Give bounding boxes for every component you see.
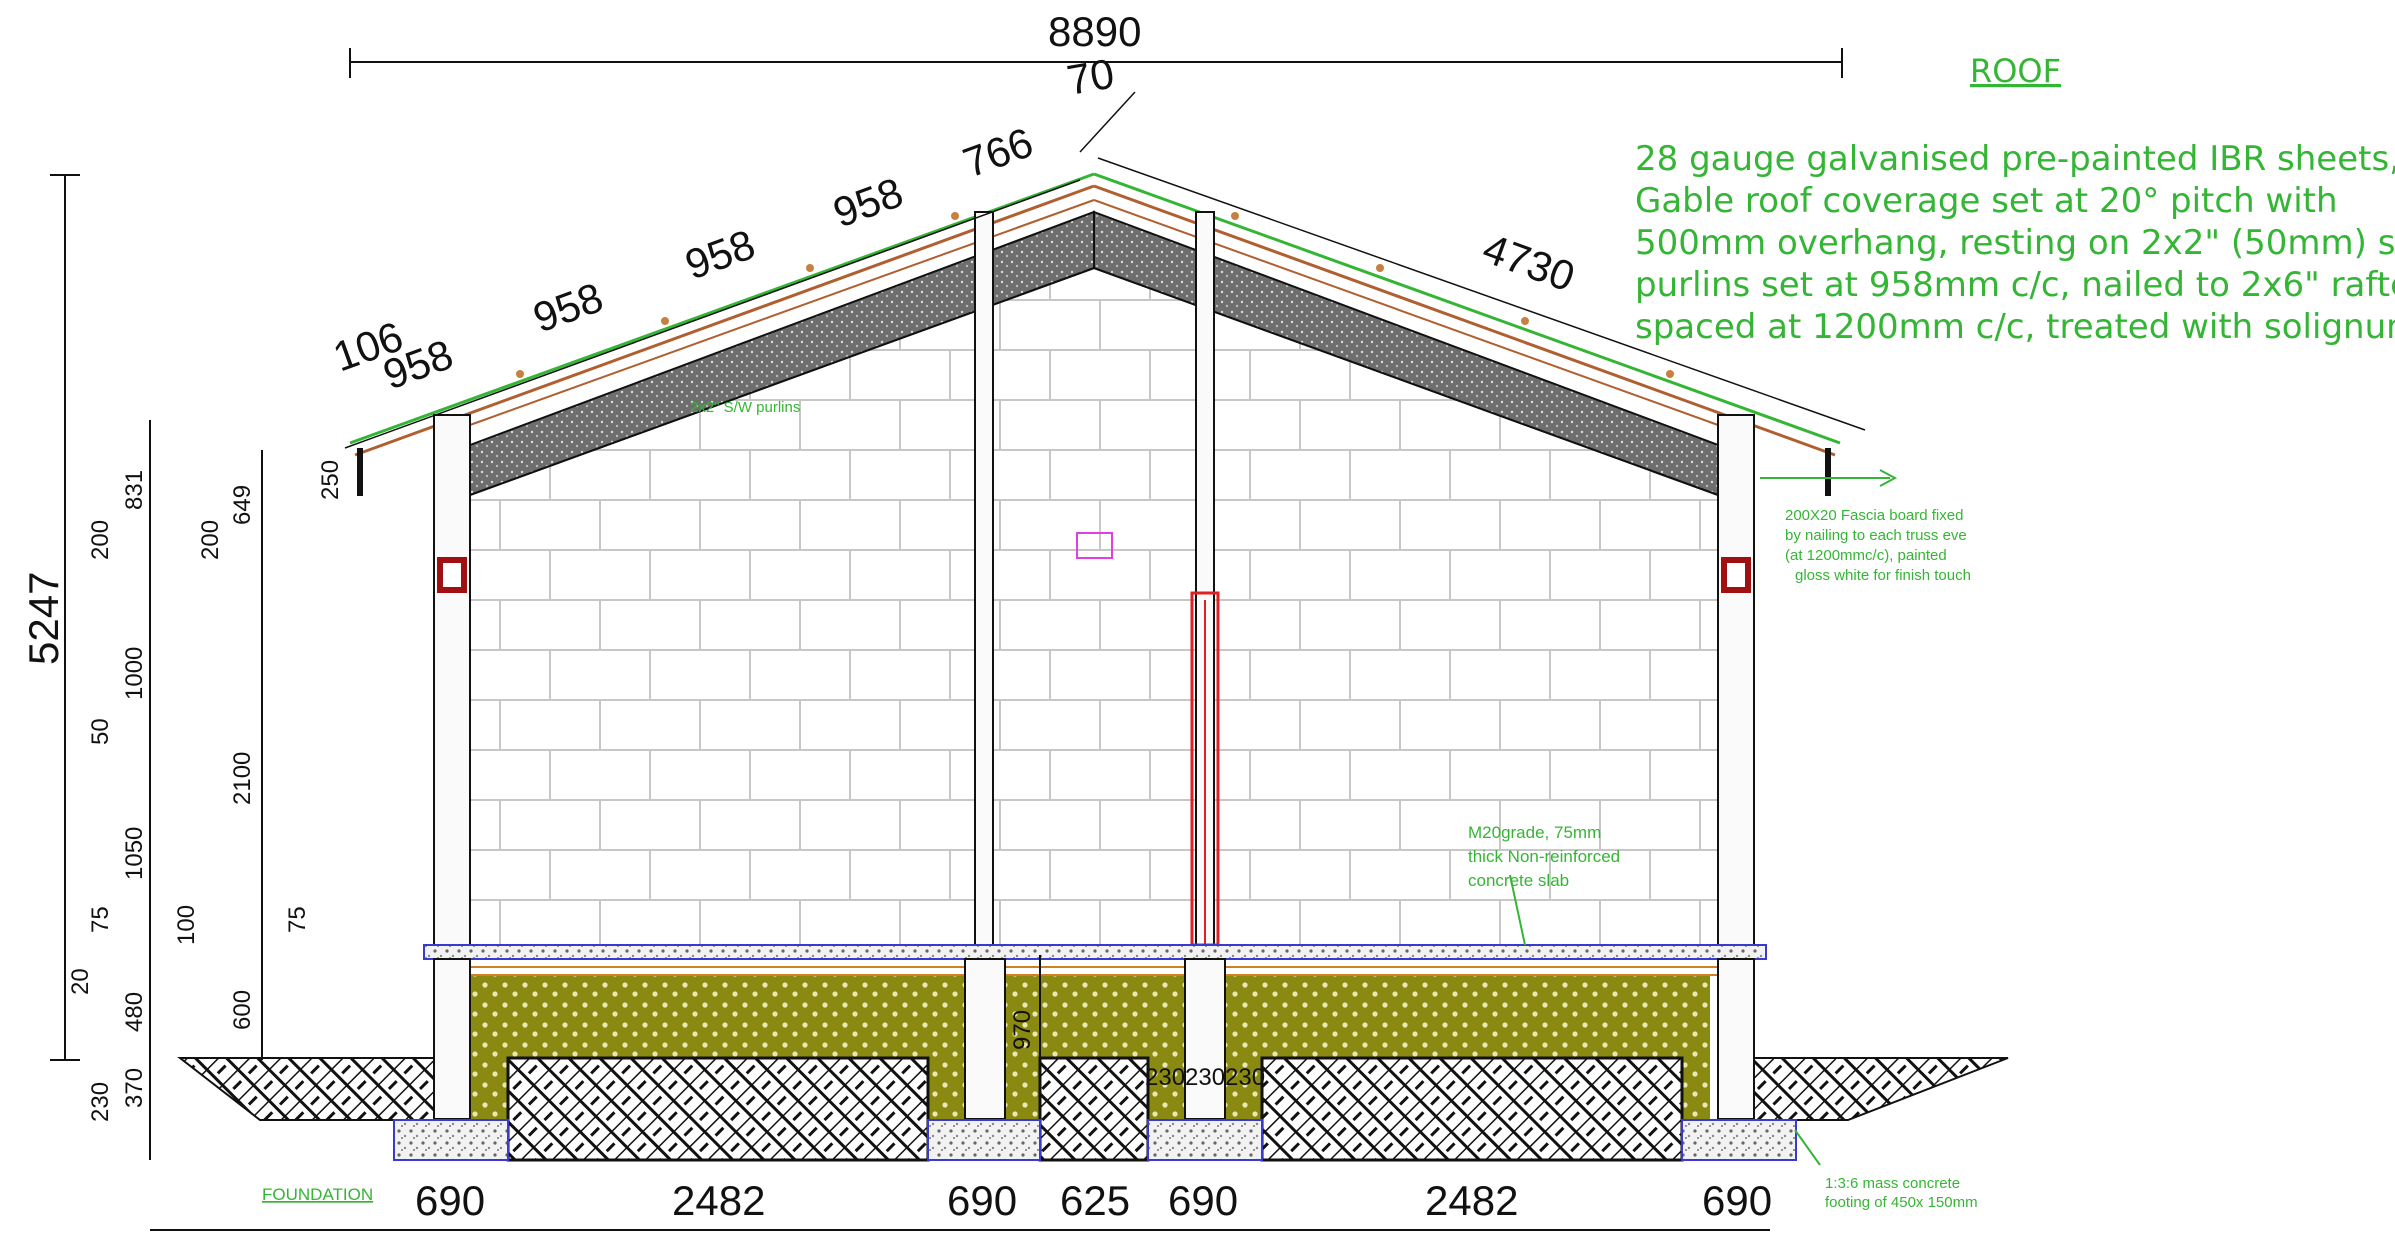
pier-width-dims: 230 230 230 [1145,1064,1265,1091]
soil-block-1 [506,1056,930,1162]
inner-dim-75: 75 [284,906,311,933]
bottom-dim-2: 2482 [672,1177,765,1224]
slab-note-1: M20grade, 75mm [1468,823,1601,842]
roof-heading: ROOF [1970,52,2061,90]
left-dim-20: 20 [67,968,94,995]
footing-mid [927,1119,1041,1161]
footing-note: 1:3:6 mass concrete footing of 450x 150m… [1825,1175,1978,1211]
roof-note-2: Gable roof coverage set at 20° pitch wit… [1635,181,2338,221]
ring-beam-right [1721,557,1751,593]
purlins [516,212,1674,378]
spacing-dim-3: 958 [527,273,609,341]
pier-dim-1: 230 [1145,1064,1185,1091]
roof-sheet-left [349,172,1095,445]
left-dim-370: 370 [121,1068,148,1108]
foundation-wall-mid-left [964,958,1006,1120]
fascia-note-3: (at 1200mmc/c), painted [1785,547,1947,564]
left-dim-480: 480 [121,992,148,1032]
bottom-dim-5: 690 [1168,1177,1238,1224]
left-outer-dims: 831 200 1000 50 1050 75 100 20 480 370 2… [67,470,200,1122]
left-inner-dims: 250 649 200 2100 75 600 [197,460,344,1030]
bottom-dim-6: 2482 [1425,1177,1518,1224]
bottom-dim-4: 625 [1060,1177,1130,1224]
left-dim-831: 831 [121,470,148,510]
rafter-left [354,184,1095,457]
bottom-dim-1: 690 [415,1177,485,1224]
fascia-note-2: by nailing to each truss eve [1785,527,1967,544]
fascia-note-4: gloss white for finish touch [1795,567,1971,584]
footing-mid-2 [1147,1119,1263,1161]
purlins-label: 2x2" S/W purlins [690,399,800,416]
roof-note-4: purlins set at 958mm c/c, nailed to 2x6"… [1635,265,2395,305]
roof-note-5: spaced at 1200mm c/c, treated with solig… [1635,307,2395,347]
fascia-note-1: 200X20 Fascia board fixed [1785,507,1963,524]
footing-right [1681,1119,1797,1161]
rafter-right [1093,184,1836,457]
left-dim-50: 50 [87,718,114,745]
spacing-dim-4: 958 [679,220,761,288]
foundation-label: FOUNDATION [262,1185,373,1204]
inner-dim-649: 649 [229,485,256,525]
slab-note: M20grade, 75mm thick Non-reinforced conc… [1468,823,1620,890]
fascia-right [1825,448,1831,496]
roof-note-1: 28 gauge galvanised pre-painted IBR shee… [1635,139,2395,179]
pier-dim-3: 230 [1225,1064,1265,1091]
foundation-wall-left [433,958,471,1120]
left-dim-1000: 1000 [121,647,148,700]
inner-dim-600: 600 [229,990,256,1030]
bottom-dims: 690 2482 690 625 690 2482 690 [415,1177,1772,1224]
slope-right-dim: 4730 [1477,224,1581,300]
roof-note-3: 500mm overhang, resting on 2x2" (50mm) s… [1635,223,2395,263]
inner-dim-200: 200 [197,520,224,560]
wall-opening-marker [1076,532,1113,559]
ring-beam-left [437,557,467,593]
slab-note-2: thick Non-reinforced [1468,847,1620,866]
ridge-gap-dim: 70 [1063,49,1117,103]
left-dim-75: 75 [87,906,114,933]
fascia-left [357,448,363,496]
left-dim-1050: 1050 [121,827,148,880]
inner-dim-250: 250 [317,460,344,500]
overall-height-dim: 5247 [20,572,67,665]
pier-dim-2: 230 [1185,1064,1225,1091]
fascia-note: 200X20 Fascia board fixed by nailing to … [1785,507,1971,584]
overall-width-dim: 8890 [1048,8,1141,55]
ground-left [177,1057,456,1121]
ground-right [1719,1057,2009,1121]
bottom-dim-3: 690 [947,1177,1017,1224]
left-dim-200a: 200 [87,520,114,560]
footing-note-1: 1:3:6 mass concrete [1825,1175,1960,1192]
spacing-dim-5: 958 [827,168,909,236]
leader-lines [1509,469,1898,1166]
soil-block-2 [1038,1056,1150,1162]
dimension-lines [50,48,1866,1231]
left-dim-100: 100 [173,905,200,945]
slab-note-3: concrete slab [1468,871,1569,890]
footing-depth-dim: 970 [1009,1010,1036,1050]
bottom-dim-7: 690 [1702,1177,1772,1224]
footing-note-2: footing of 450x 150mm [1825,1194,1978,1211]
roof-notes: 28 gauge galvanised pre-painted IBR shee… [1635,139,2395,347]
roof-sheet-right [1093,172,1841,445]
foundation-wall-right [1717,958,1755,1120]
soil-block-3 [1260,1056,1684,1162]
inner-dim-2100: 2100 [229,752,256,805]
floor-slab [423,944,1767,960]
footing-left [393,1119,509,1161]
spacing-dim-6: 766 [957,118,1039,186]
column-mid-left [974,211,994,946]
gable-wall [469,266,1719,946]
left-dim-230: 230 [87,1082,114,1122]
foundation-wall-mid-right [1184,958,1226,1120]
